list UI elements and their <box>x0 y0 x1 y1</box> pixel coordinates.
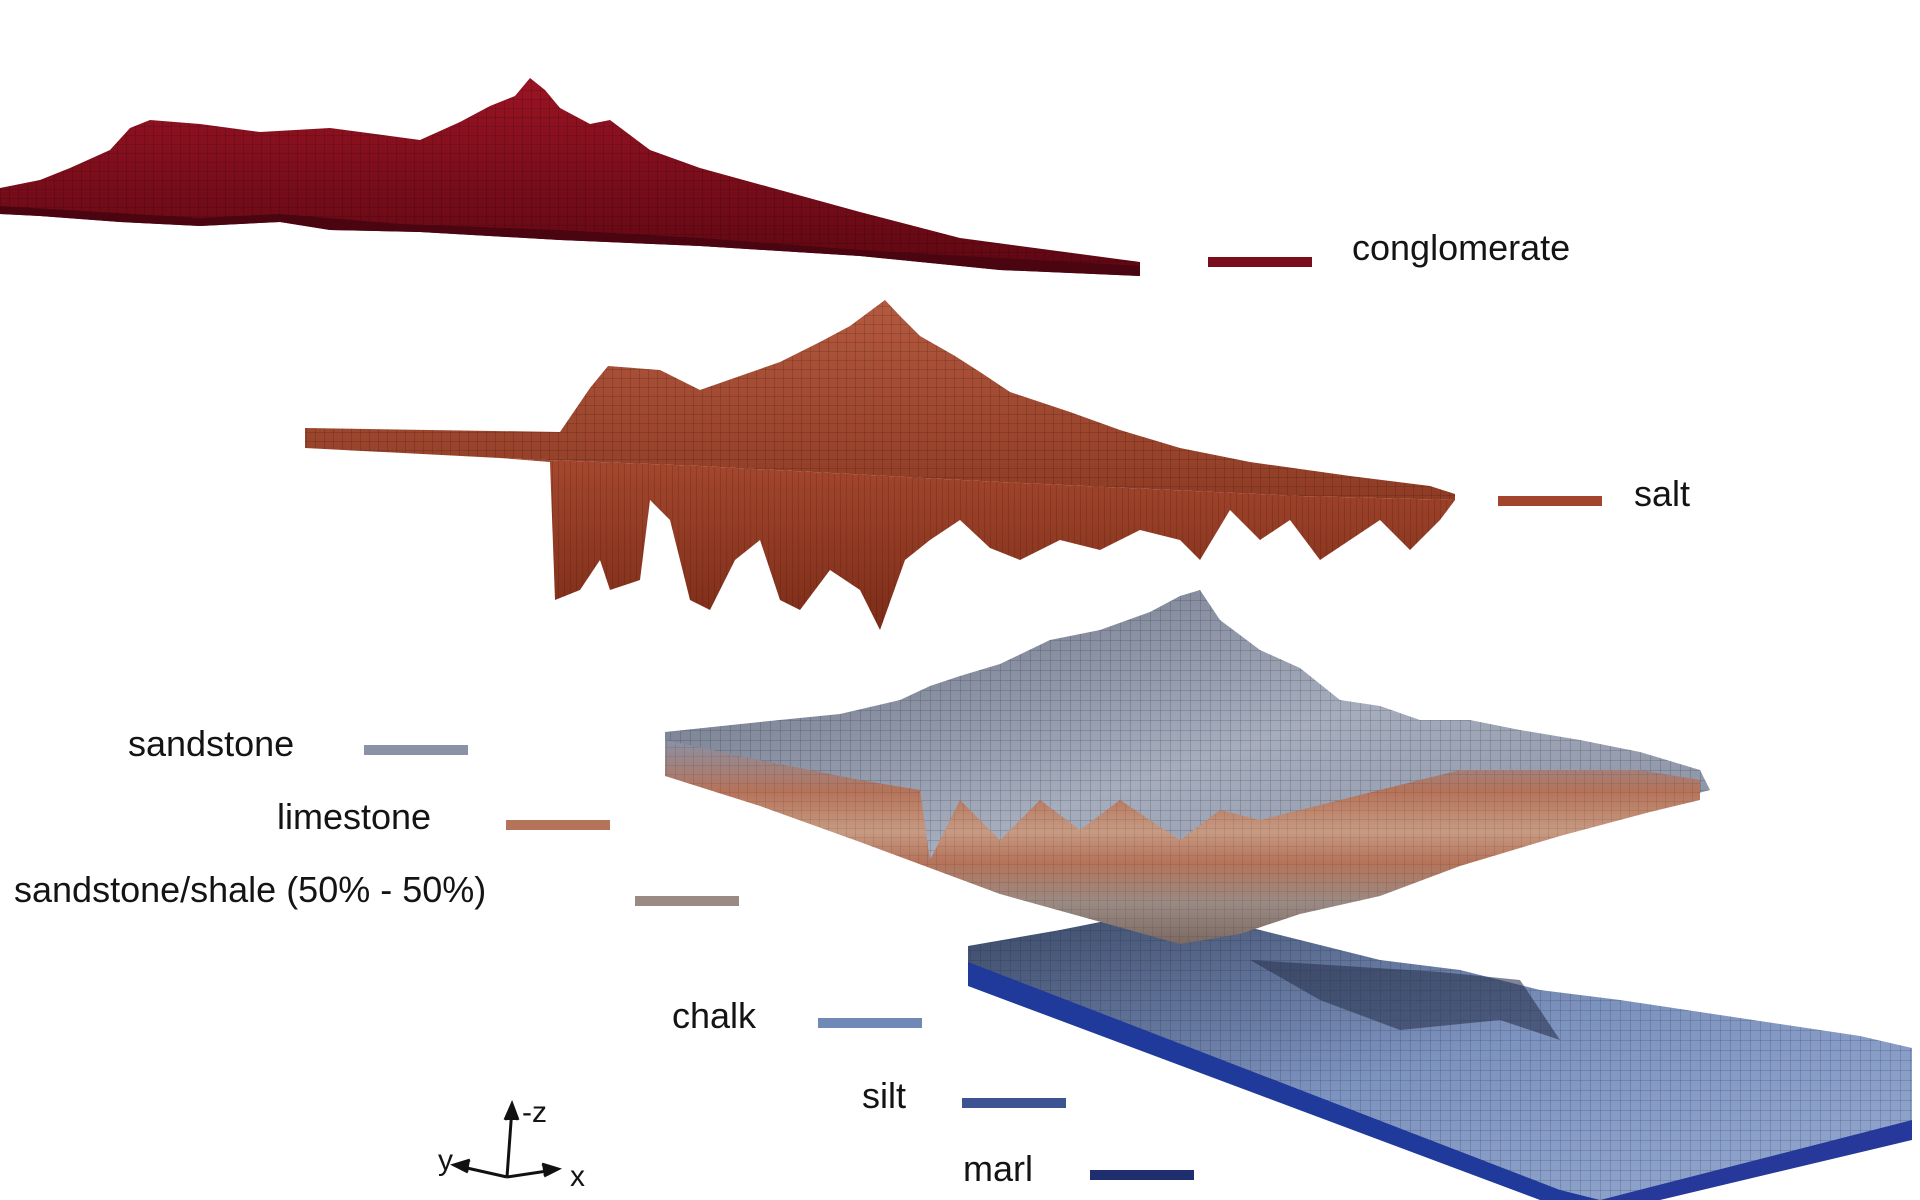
z-axis-arrow <box>503 1100 520 1121</box>
legend-label-silt: silt <box>862 1075 906 1116</box>
conglomerate-layer <box>0 78 1140 276</box>
y-axis-arrow <box>450 1158 471 1174</box>
sandstone-stack-layer <box>665 590 1710 944</box>
x-axis-arrow <box>541 1162 562 1178</box>
legend-swatch-sandstone-shale <box>635 896 739 906</box>
legend-label-marl: marl <box>963 1148 1033 1189</box>
salt-layer <box>305 300 1455 630</box>
axis-triad <box>450 1100 562 1179</box>
legend-swatch-limestone <box>506 820 610 830</box>
legend-label-salt: salt <box>1634 473 1691 514</box>
legend-swatch-salt <box>1498 496 1602 506</box>
axis-label-z: -z <box>522 1096 547 1129</box>
axis-label-y: y <box>438 1144 453 1177</box>
legend-label-conglomerate: conglomerate <box>1352 227 1571 268</box>
legend-label-chalk: chalk <box>672 995 757 1036</box>
legend-swatch-sandstone <box>364 745 468 755</box>
legend-label-sandstone: sandstone <box>128 723 295 764</box>
legend-swatch-conglomerate <box>1208 257 1312 267</box>
legend-swatch-chalk <box>818 1018 922 1028</box>
legend-swatch-marl <box>1090 1170 1194 1180</box>
axis-label-x: x <box>570 1160 585 1193</box>
legend-label-limestone: limestone <box>277 796 432 837</box>
legend-swatch-silt <box>962 1098 1066 1108</box>
chalk-silt-marl-block <box>968 912 1912 1200</box>
legend-label-sandstone-shale: sandstone/shale (50% - 50%) <box>14 869 487 910</box>
